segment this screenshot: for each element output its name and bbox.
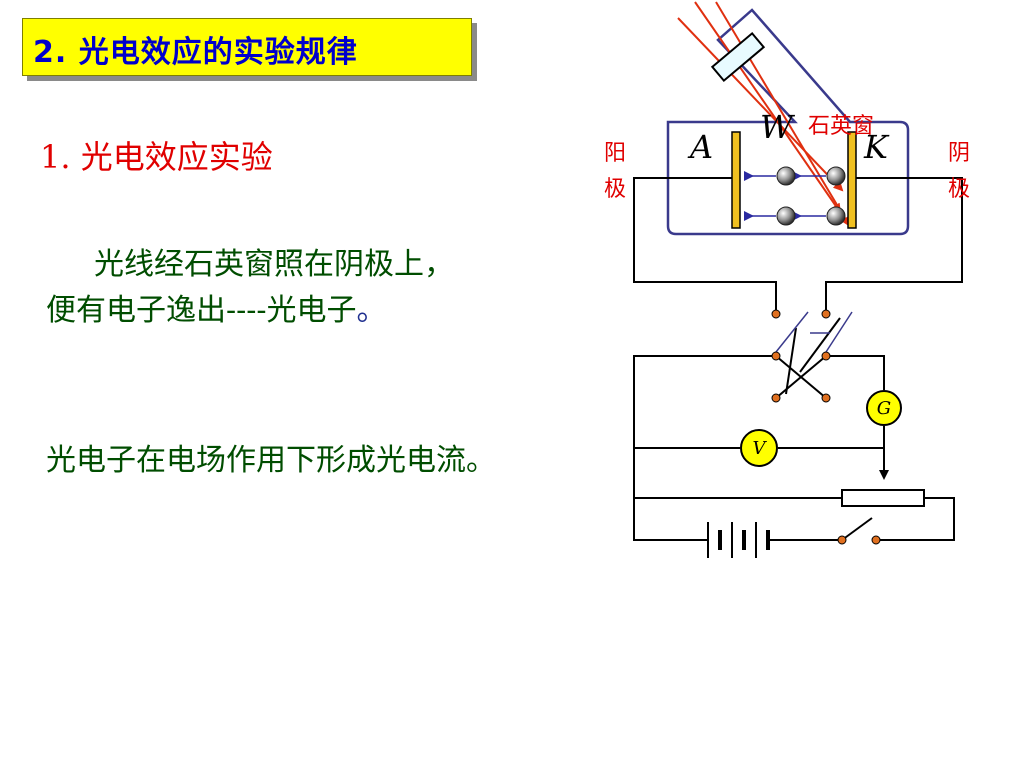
title-box: 2. 光电效应的实验规律 <box>22 18 472 76</box>
reversing-switch[interactable] <box>771 309 853 403</box>
electron-icon <box>826 166 846 186</box>
electron-icon <box>826 206 846 226</box>
electron-arrows <box>744 171 826 221</box>
cathode-label-bottom: 极 <box>948 177 970 202</box>
vacuum-tube-outline <box>666 8 910 236</box>
voltmeter-label: V <box>753 438 768 459</box>
slide-title: 2. 光电效应的实验规律 <box>33 35 358 70</box>
paragraph-1: 光线经石英窗照在阴极上， 便有电子逸出----光电子。 <box>46 242 586 334</box>
cathode-label-top: 阴 <box>948 141 970 166</box>
battery-icon <box>707 522 770 558</box>
window-letter: W <box>760 108 796 146</box>
rheostat-icon[interactable] <box>841 489 925 507</box>
window-label: 石英窗 <box>808 114 874 139</box>
electron-icon <box>776 166 796 186</box>
voltmeter-icon <box>740 429 778 467</box>
galvanometer-icon <box>866 390 902 426</box>
anode-letter: A <box>687 128 713 166</box>
anode-plate <box>731 131 741 229</box>
paragraph-2: 光电子在电场作用下形成光电流。 <box>46 443 496 478</box>
electron-icon <box>776 206 796 226</box>
key-switch[interactable] <box>837 517 881 545</box>
anode-label-top: 阳 <box>604 141 626 166</box>
circuit-wires <box>633 177 963 541</box>
paragraph-1-line-1: 光线经石英窗照在阴极上， <box>94 247 454 282</box>
anode-label-bottom: 极 <box>604 177 626 202</box>
light-rays <box>677 1 851 227</box>
galvanometer-label: G <box>877 398 891 419</box>
cathode-plate <box>847 131 857 229</box>
section-heading: 1. 光电效应实验 <box>40 138 273 176</box>
cathode-letter: K <box>863 128 890 166</box>
quartz-window-icon <box>710 31 766 83</box>
paragraph-1-line-2: 便有电子逸出----光电子 <box>46 293 357 328</box>
paragraph-1-period: 。 <box>356 293 387 328</box>
